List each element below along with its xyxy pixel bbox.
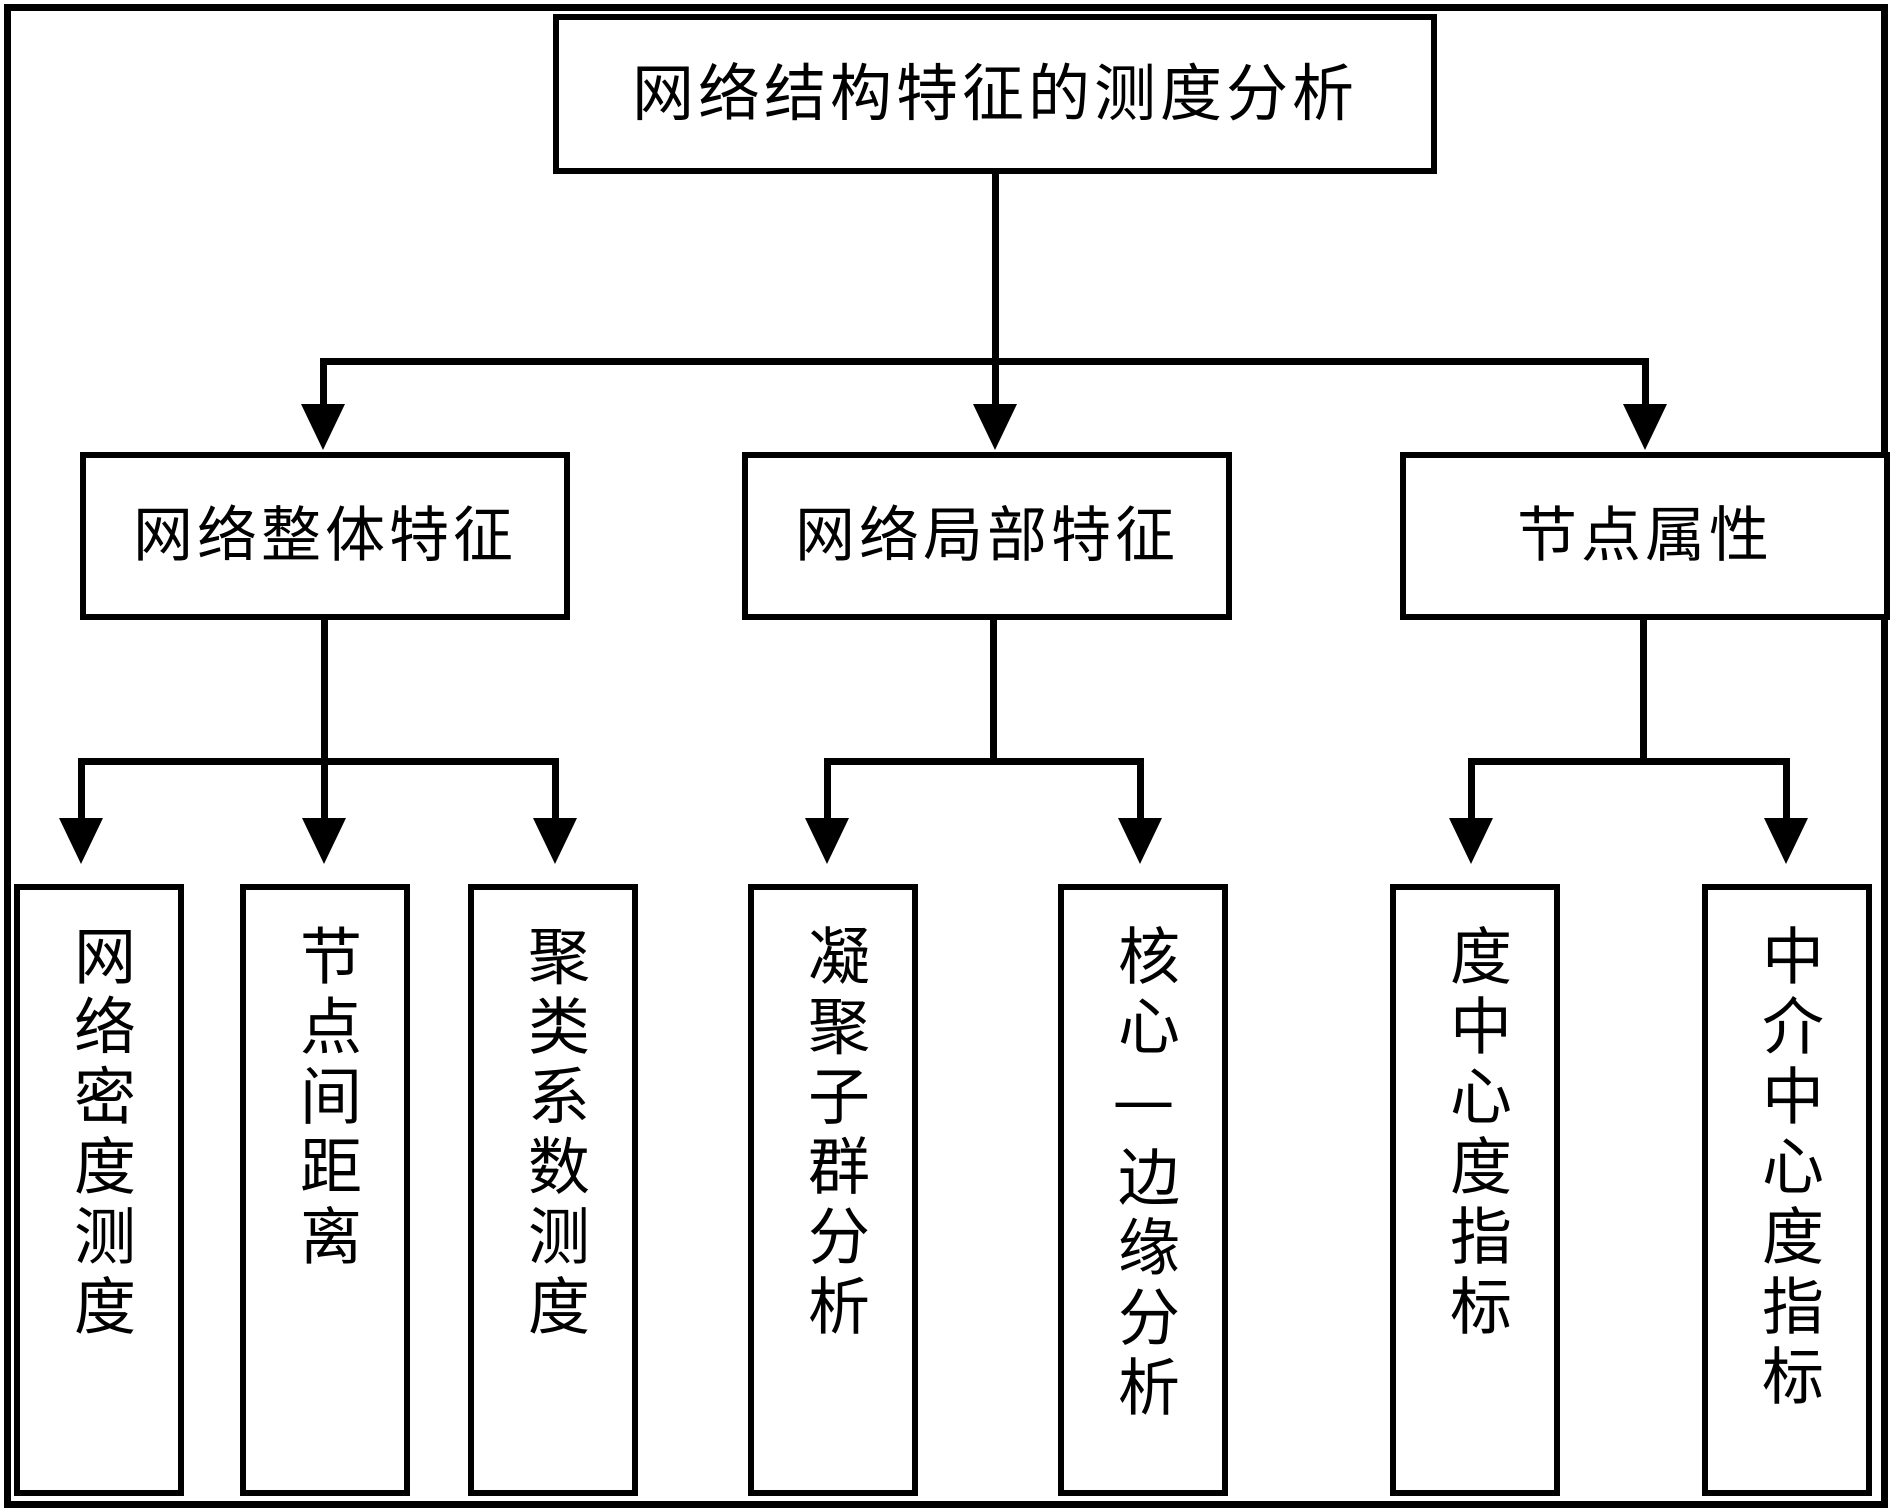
node-l3-5-label: 度中心度指标 — [1439, 924, 1512, 1344]
edge-to-l3-4 — [1137, 758, 1144, 820]
edge-groupB-bus — [824, 758, 1144, 765]
arrowhead-l3-4 — [1118, 818, 1162, 864]
arrowhead-l3-1 — [302, 818, 346, 864]
edge-l2-0-stem — [321, 620, 328, 758]
edge-groupC-bus — [1468, 758, 1790, 765]
node-network-overall-features[interactable]: 网络整体特征 — [80, 452, 570, 620]
arrowhead-l3-6 — [1764, 818, 1808, 864]
node-inter-node-distance[interactable]: 节点间距离 — [240, 884, 410, 1496]
node-l3-6-label: 中介中心度指标 — [1751, 924, 1824, 1414]
edge-l2-2-stem — [1640, 620, 1647, 758]
node-l3-3-label: 凝聚子群分析 — [797, 924, 870, 1344]
node-root[interactable]: 网络结构特征的测度分析 — [553, 14, 1437, 174]
arrowhead-l3-3 — [805, 818, 849, 864]
edge-to-l3-1 — [321, 758, 328, 820]
node-l2-2-label: 节点属性 — [1517, 501, 1773, 571]
edge-to-l3-0 — [78, 758, 85, 820]
edge-to-l3-6 — [1783, 758, 1790, 820]
edge-to-l3-3 — [824, 758, 831, 820]
arrowhead-l3-0 — [59, 818, 103, 864]
node-core-periphery-analysis[interactable]: 核心—边缘分析 — [1058, 884, 1228, 1496]
node-network-local-features[interactable]: 网络局部特征 — [742, 452, 1232, 620]
edge-level2-bus — [320, 358, 1649, 365]
node-betweenness-centrality-index[interactable]: 中介中心度指标 — [1702, 884, 1872, 1496]
edge-to-l2-2 — [1642, 358, 1649, 406]
node-l3-0-label: 网络密度测度 — [63, 924, 136, 1344]
node-network-density-measure[interactable]: 网络密度测度 — [14, 884, 184, 1496]
edge-to-l3-5 — [1468, 758, 1475, 820]
node-degree-centrality-index[interactable]: 度中心度指标 — [1390, 884, 1560, 1496]
arrowhead-l2-2 — [1623, 404, 1667, 450]
node-node-attributes[interactable]: 节点属性 — [1400, 452, 1890, 620]
edge-to-l2-1 — [992, 358, 999, 406]
node-l3-4-label: 核心—边缘分析 — [1107, 924, 1180, 1425]
page-border — [4, 4, 1888, 1508]
arrowhead-l2-0 — [301, 404, 345, 450]
node-l3-2-label: 聚类系数测度 — [517, 924, 590, 1344]
node-l2-0-label: 网络整体特征 — [133, 501, 517, 571]
arrowhead-l3-2 — [533, 818, 577, 864]
edge-root-stem — [992, 174, 999, 358]
edge-to-l2-0 — [320, 358, 327, 406]
edge-groupA-bus — [78, 758, 559, 765]
node-l3-1-label: 节点间距离 — [289, 924, 362, 1274]
edge-to-l3-2 — [552, 758, 559, 820]
node-cohesive-subgroup-analysis[interactable]: 凝聚子群分析 — [748, 884, 918, 1496]
node-root-label: 网络结构特征的测度分析 — [631, 57, 1358, 130]
arrowhead-l3-5 — [1449, 818, 1493, 864]
edge-l2-1-stem — [990, 620, 997, 758]
arrowhead-l2-1 — [973, 404, 1017, 450]
node-l2-1-label: 网络局部特征 — [795, 501, 1179, 571]
node-clustering-coefficient-measure[interactable]: 聚类系数测度 — [468, 884, 638, 1496]
